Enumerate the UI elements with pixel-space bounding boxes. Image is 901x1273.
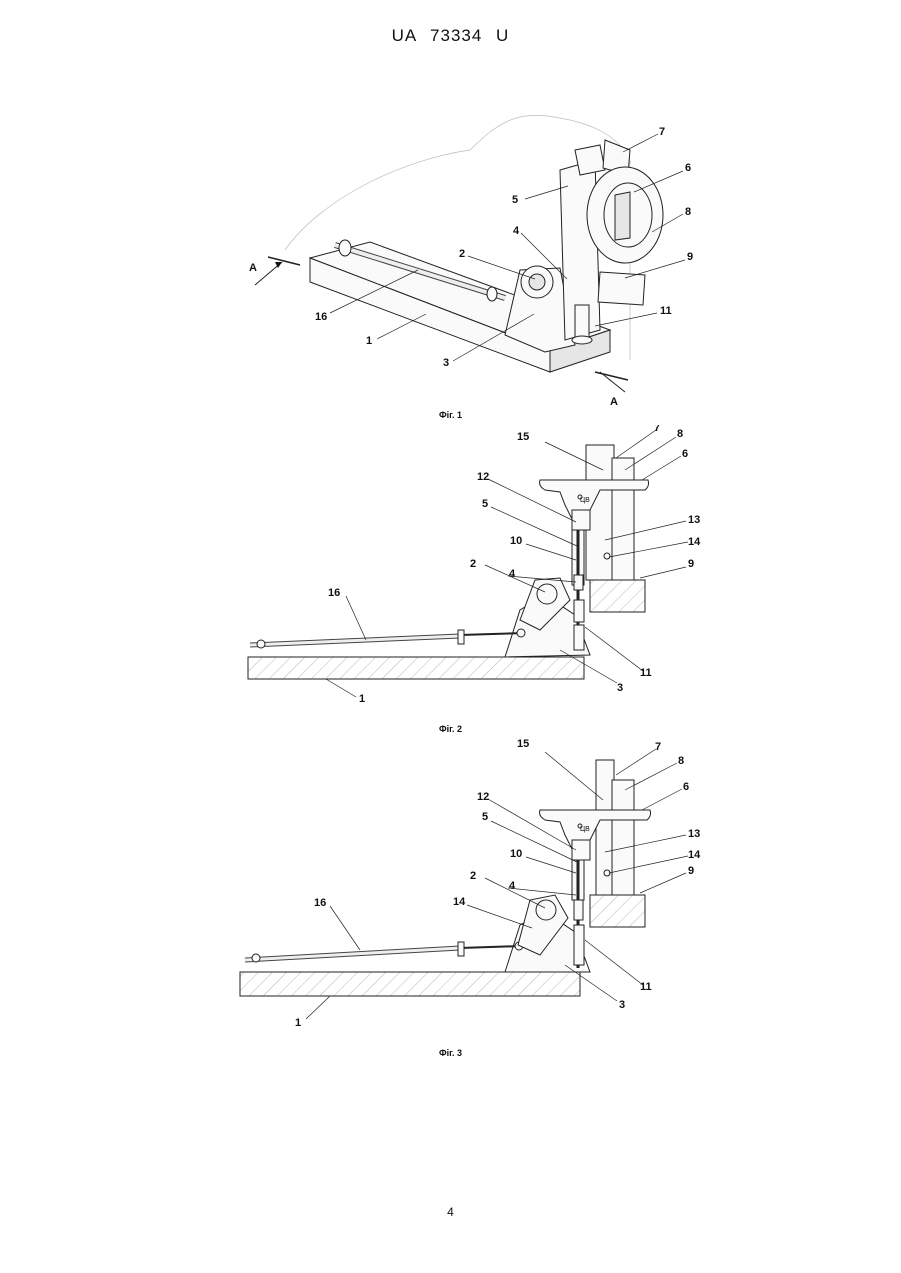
fig1-label-a-left: A (249, 262, 257, 274)
fig2-label-3: 3 (617, 682, 623, 694)
fig3-label-1: 1 (295, 1017, 301, 1029)
fig3-label-7: 7 (655, 741, 661, 753)
fig2-label-15: 15 (517, 431, 529, 443)
fig1-label-a-right: A (610, 396, 618, 408)
fig1-label-11: 11 (660, 305, 672, 317)
fig2-label-9: 9 (688, 558, 694, 570)
fig3-label-13: 13 (688, 828, 700, 840)
page-number: 4 (0, 1205, 901, 1219)
fig3-center-mark: ЦВ (580, 826, 590, 833)
fig3-label-9: 9 (688, 865, 694, 877)
fig2-label-7: 7 (654, 425, 660, 434)
fig2-label-12: 12 (477, 471, 489, 483)
fig2-label-11: 11 (640, 667, 652, 679)
fig3-base (240, 972, 580, 996)
fig3-label-16: 16 (314, 897, 326, 909)
fig2-center-mark: ЦВ (580, 497, 590, 504)
fig3-label-3: 3 (619, 999, 625, 1011)
fig2-label-5: 5 (482, 498, 488, 510)
fig3-label-4: 4 (509, 880, 516, 892)
fig2-label-8: 8 (677, 428, 683, 440)
fig3-label-10: 10 (510, 848, 522, 860)
figure-3-caption: Фіг. 3 (0, 1048, 901, 1058)
figure-1-caption: Фіг. 1 (0, 410, 901, 420)
fig1-label-2: 2 (459, 248, 465, 260)
fig1-label-3: 3 (443, 357, 449, 369)
figure-2-caption: Фіг. 2 (0, 724, 901, 734)
fig2-base (248, 657, 584, 679)
fig1-label-8: 8 (685, 206, 691, 218)
fig3-label-5: 5 (482, 811, 488, 823)
fig3-label-15: 15 (517, 738, 529, 750)
fig2-label-14: 14 (688, 536, 701, 548)
fig2-label-16: 16 (328, 587, 340, 599)
figure-1-drawing: 7 6 5 8 4 2 9 A 16 11 1 3 A (0, 100, 901, 410)
fig1-label-9: 9 (687, 251, 693, 263)
fig3-label-2: 2 (470, 870, 476, 882)
fig1-label-6: 6 (685, 162, 691, 174)
fig2-label-10: 10 (510, 535, 522, 547)
fig1-label-7: 7 (659, 126, 665, 138)
fig1-label-16: 16 (315, 311, 327, 323)
fig3-label-14-lever: 14 (453, 896, 466, 908)
fig3-label-11: 11 (640, 981, 652, 993)
fig1-label-1: 1 (366, 335, 372, 347)
fig2-label-1: 1 (359, 693, 365, 705)
fig3-label-12: 12 (477, 791, 489, 803)
patent-number-header: UA 73334 U (0, 26, 901, 46)
fig3-label-6: 6 (683, 781, 689, 793)
fig2-label-2: 2 (470, 558, 476, 570)
fig2-label-4: 4 (509, 568, 516, 580)
fig3-label-14: 14 (688, 849, 701, 861)
fig1-label-5: 5 (512, 194, 518, 206)
figure-2-drawing: ЦВ 15 7 8 6 12 5 13 14 10 4 9 2 16 11 3 … (0, 425, 901, 720)
fig2-label-6: 6 (682, 448, 688, 460)
fig3-label-8: 8 (678, 755, 684, 767)
fig1-label-4: 4 (513, 225, 520, 237)
fig2-label-13: 13 (688, 514, 700, 526)
figure-3-drawing: ЦВ 15 7 8 6 12 5 13 10 14 4 9 2 14 16 11… (0, 735, 901, 1040)
